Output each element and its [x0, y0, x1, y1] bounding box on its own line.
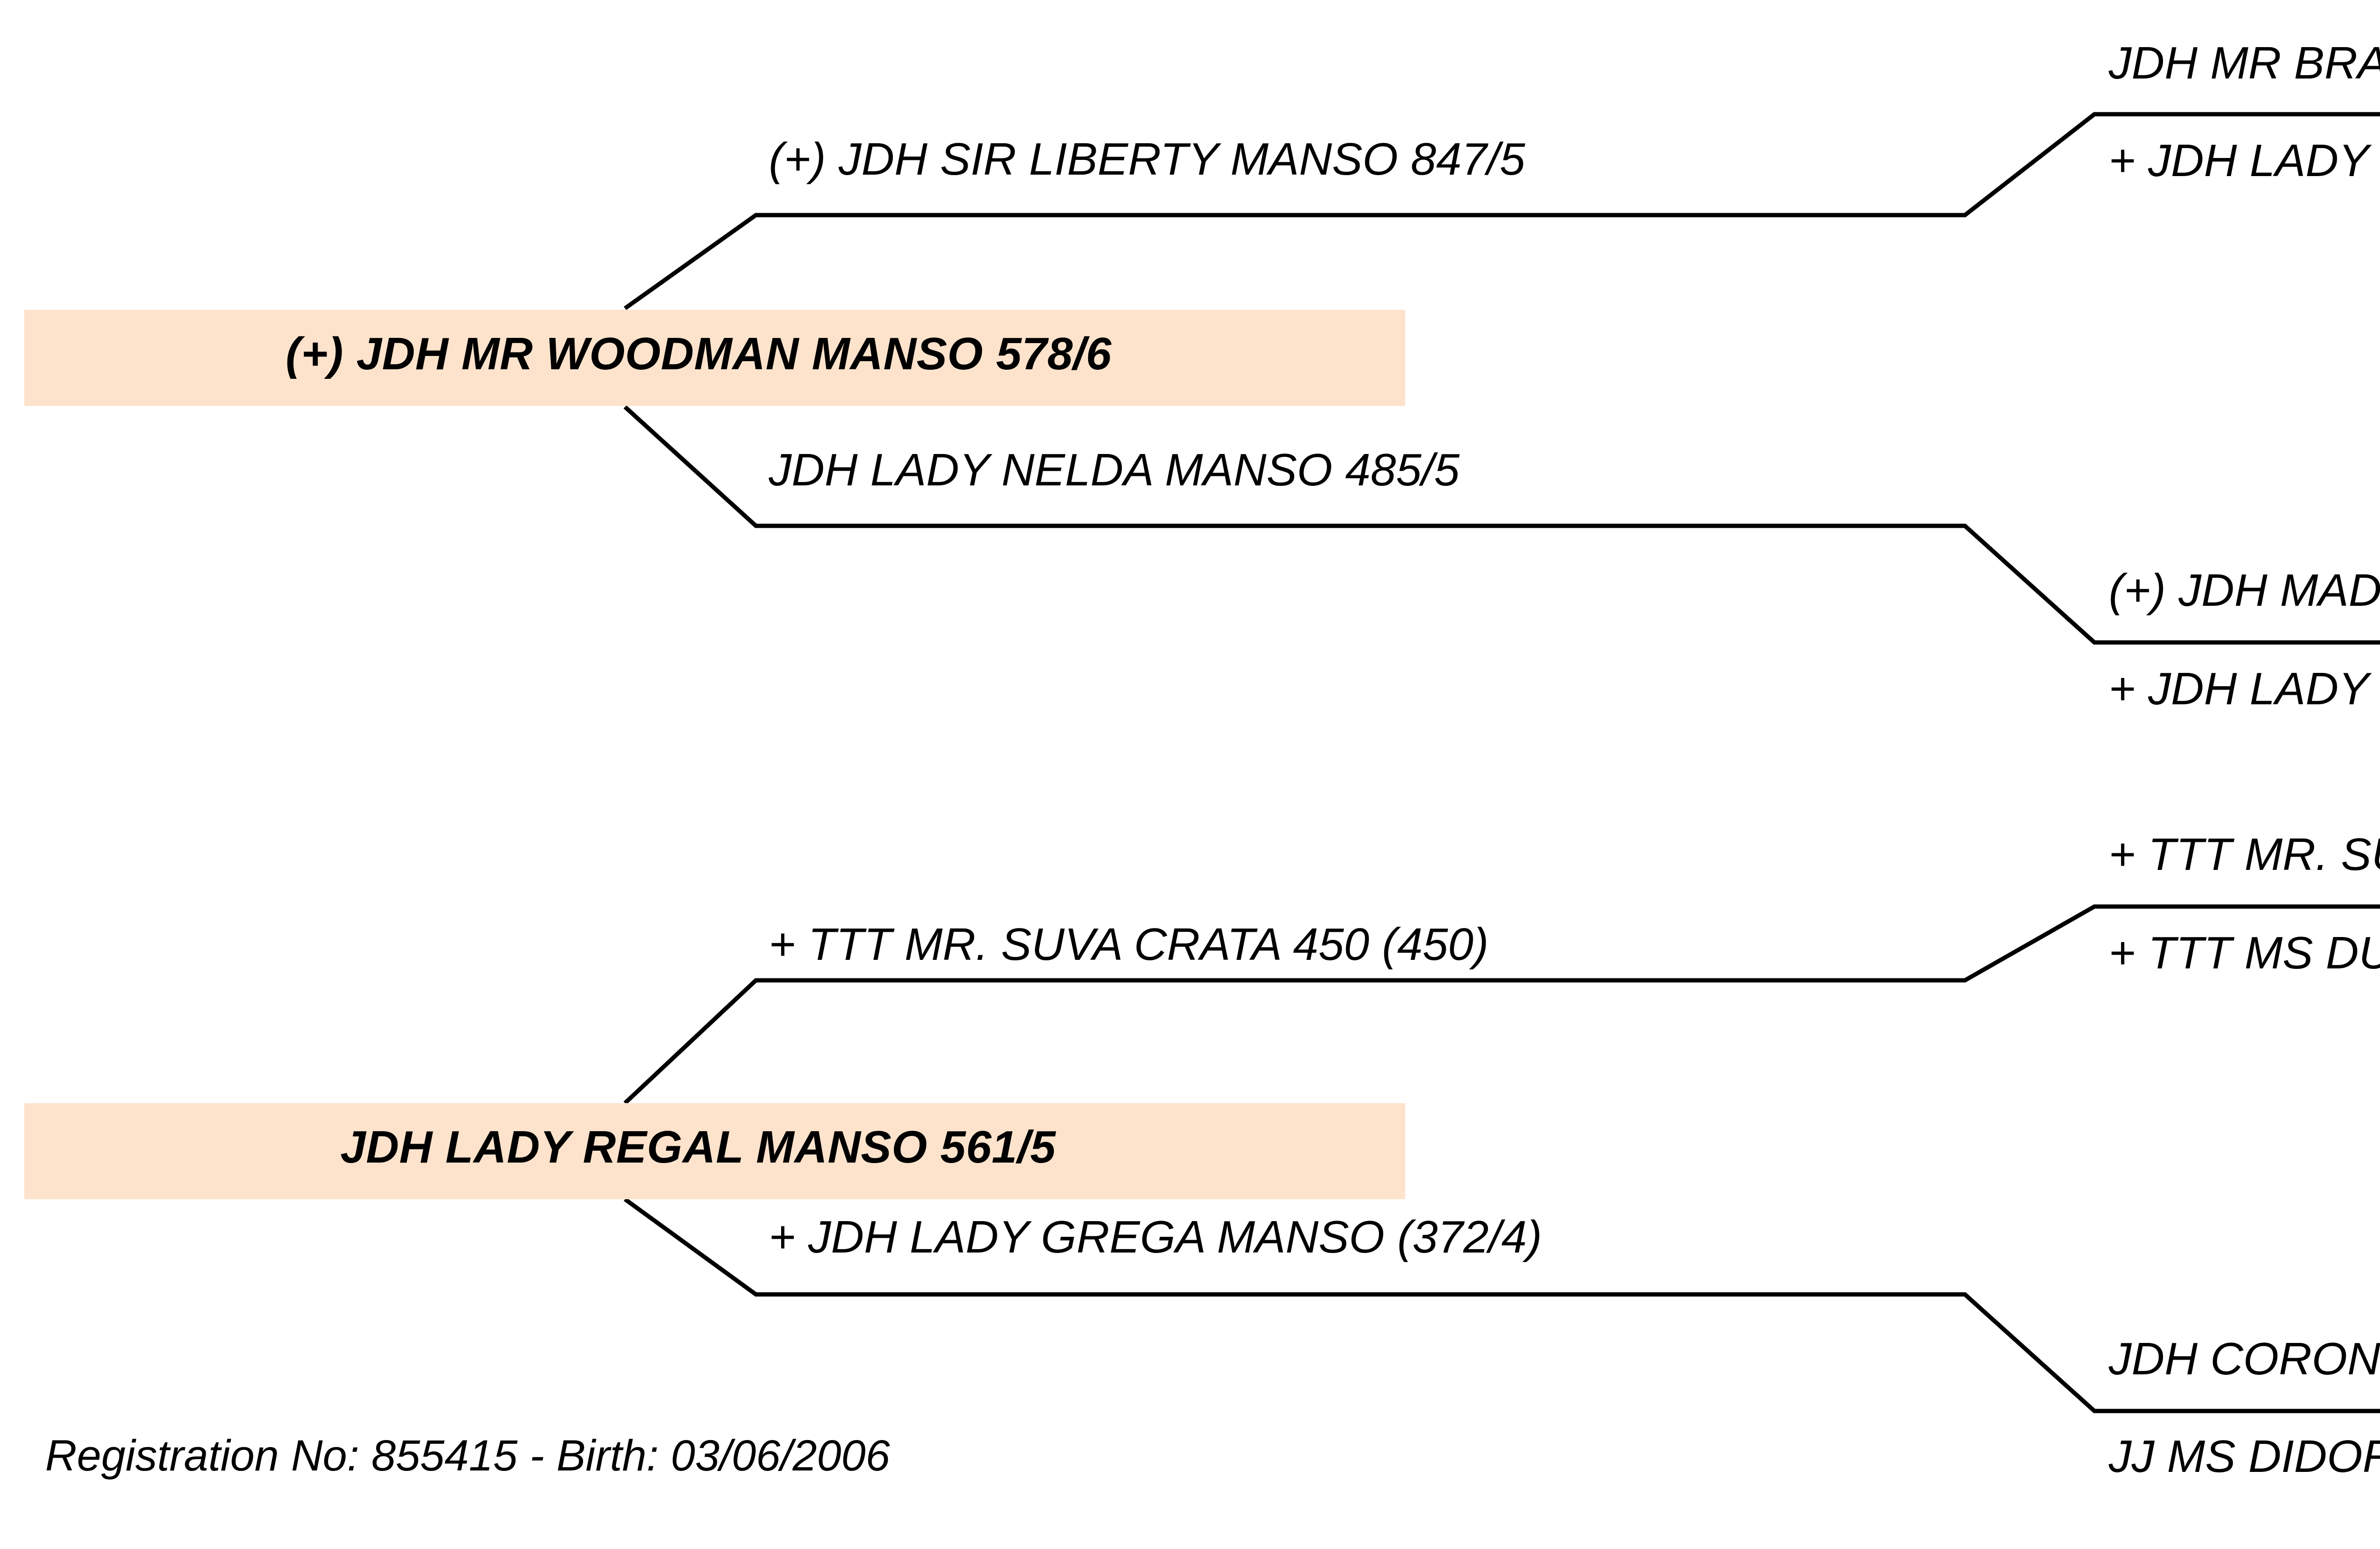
node-sire-sire-sire-gen3[interactable]: JDH MR BRAHMAN MANSO 175/5: [2109, 38, 2380, 89]
node-sire-sire-gen2[interactable]: (+) JDH SIR LIBERTY MANSO 847/5: [769, 134, 1525, 185]
dam-highlight-box: [24, 1103, 1405, 1199]
connector-dam-to-dam-sire: [623, 904, 2380, 1105]
connector-sire-to-sire-sire: [624, 112, 2380, 310]
node-dam-sire-gen2[interactable]: + TTT MR. SUVA CRATA 450 (450): [769, 919, 1489, 970]
node-sire-dam-dam-gen3[interactable]: + JDH LADY NEL MANSO 925/4: [2109, 663, 2380, 714]
node-sire-gen1[interactable]: (+) JDH MR WOODMAN MANSO 578/6: [286, 328, 1112, 379]
node-dam-dam-gen2[interactable]: + JDH LADY GREGA MANSO (372/4): [769, 1212, 1542, 1263]
node-sire-dam-gen2[interactable]: JDH LADY NELDA MANSO 485/5: [769, 444, 1460, 495]
connector-sire-to-sire-dam: [623, 405, 2380, 645]
node-dam-sire-dam-gen3[interactable]: + TTT MS DUDA MANSO 537: [2109, 927, 2380, 978]
node-sire-dam-sire-gen3[interactable]: (+) JDH MADISON DE MANSO 737/4: [2109, 565, 2380, 616]
node-dam-sire-sire-gen3[interactable]: + TTT MR. SUVA CRATA 163: [2109, 829, 2380, 880]
sire-highlight-box: [24, 310, 1405, 406]
node-sire-sire-dam-gen3[interactable]: + JDH LADY REMINGTON MANS 194/4: [2109, 135, 2380, 186]
node-dam-dam-sire-gen3[interactable]: JDH CORONEL MANSO 38/8: [2109, 1333, 2380, 1384]
node-dam-gen1[interactable]: JDH LADY REGAL MANSO 561/5: [340, 1122, 1056, 1173]
registration-and-birth-line: Registration No: 855415 - Birth: 03/06/2…: [45, 1431, 890, 1480]
connector-dam-to-dam-dam: [624, 1197, 2380, 1413]
